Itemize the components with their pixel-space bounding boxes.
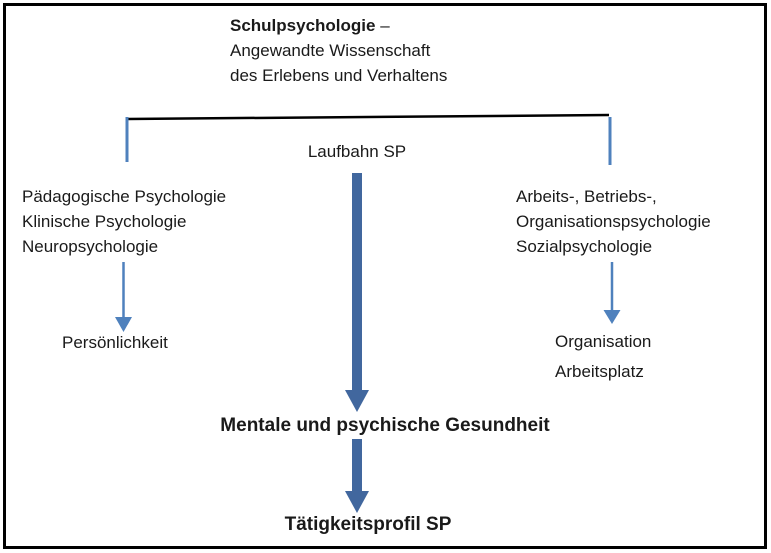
organisation-label-block: Organisation Arbeitsplatz [555, 327, 651, 387]
personality-label: Persönlichkeit [62, 333, 168, 352]
diagram-title: Schulpsychologie – Angewandte Wissenscha… [230, 13, 447, 88]
list-item: Sozialpsychologie [516, 237, 653, 256]
left-discipline-list: Pädagogische Psychologie Klinische Psych… [22, 184, 226, 259]
workplace-label: Arbeitsplatz [555, 362, 644, 381]
list-item: Klinische Psychologie [22, 212, 187, 231]
activity-profile-label: Tätigkeitsprofil SP [284, 514, 452, 535]
health-label: Mentale und psychische Gesundheit [220, 415, 550, 436]
title-line-3: des Erlebens und Verhaltens [230, 66, 448, 85]
list-item: Arbeits-, Betriebs-, [516, 187, 657, 206]
bracket-horizontal-line [125, 113, 610, 121]
list-item: Organisationspsychologie [516, 212, 711, 231]
right-discipline-list: Arbeits-, Betriebs-, Organisationspsycho… [516, 184, 711, 259]
career-to-health-arrow-head-icon [345, 390, 369, 412]
title-line-2: Angewandte Wissenschaft [230, 41, 431, 60]
health-to-profile-arrow-head-icon [345, 491, 369, 513]
title-line-1: Schulpsychologie – [230, 13, 447, 38]
list-item: Pädagogische Psychologie [22, 187, 227, 206]
list-item: Neuropsychologie [22, 237, 159, 256]
left-arrow-head-icon [115, 317, 132, 332]
right-arrow-head-icon [603, 310, 621, 324]
title-dash: – [375, 16, 390, 35]
title-emphasis: Schulpsychologie [230, 16, 376, 35]
organisation-label: Organisation [555, 332, 652, 351]
career-path-label: Laufbahn SP [307, 142, 407, 161]
